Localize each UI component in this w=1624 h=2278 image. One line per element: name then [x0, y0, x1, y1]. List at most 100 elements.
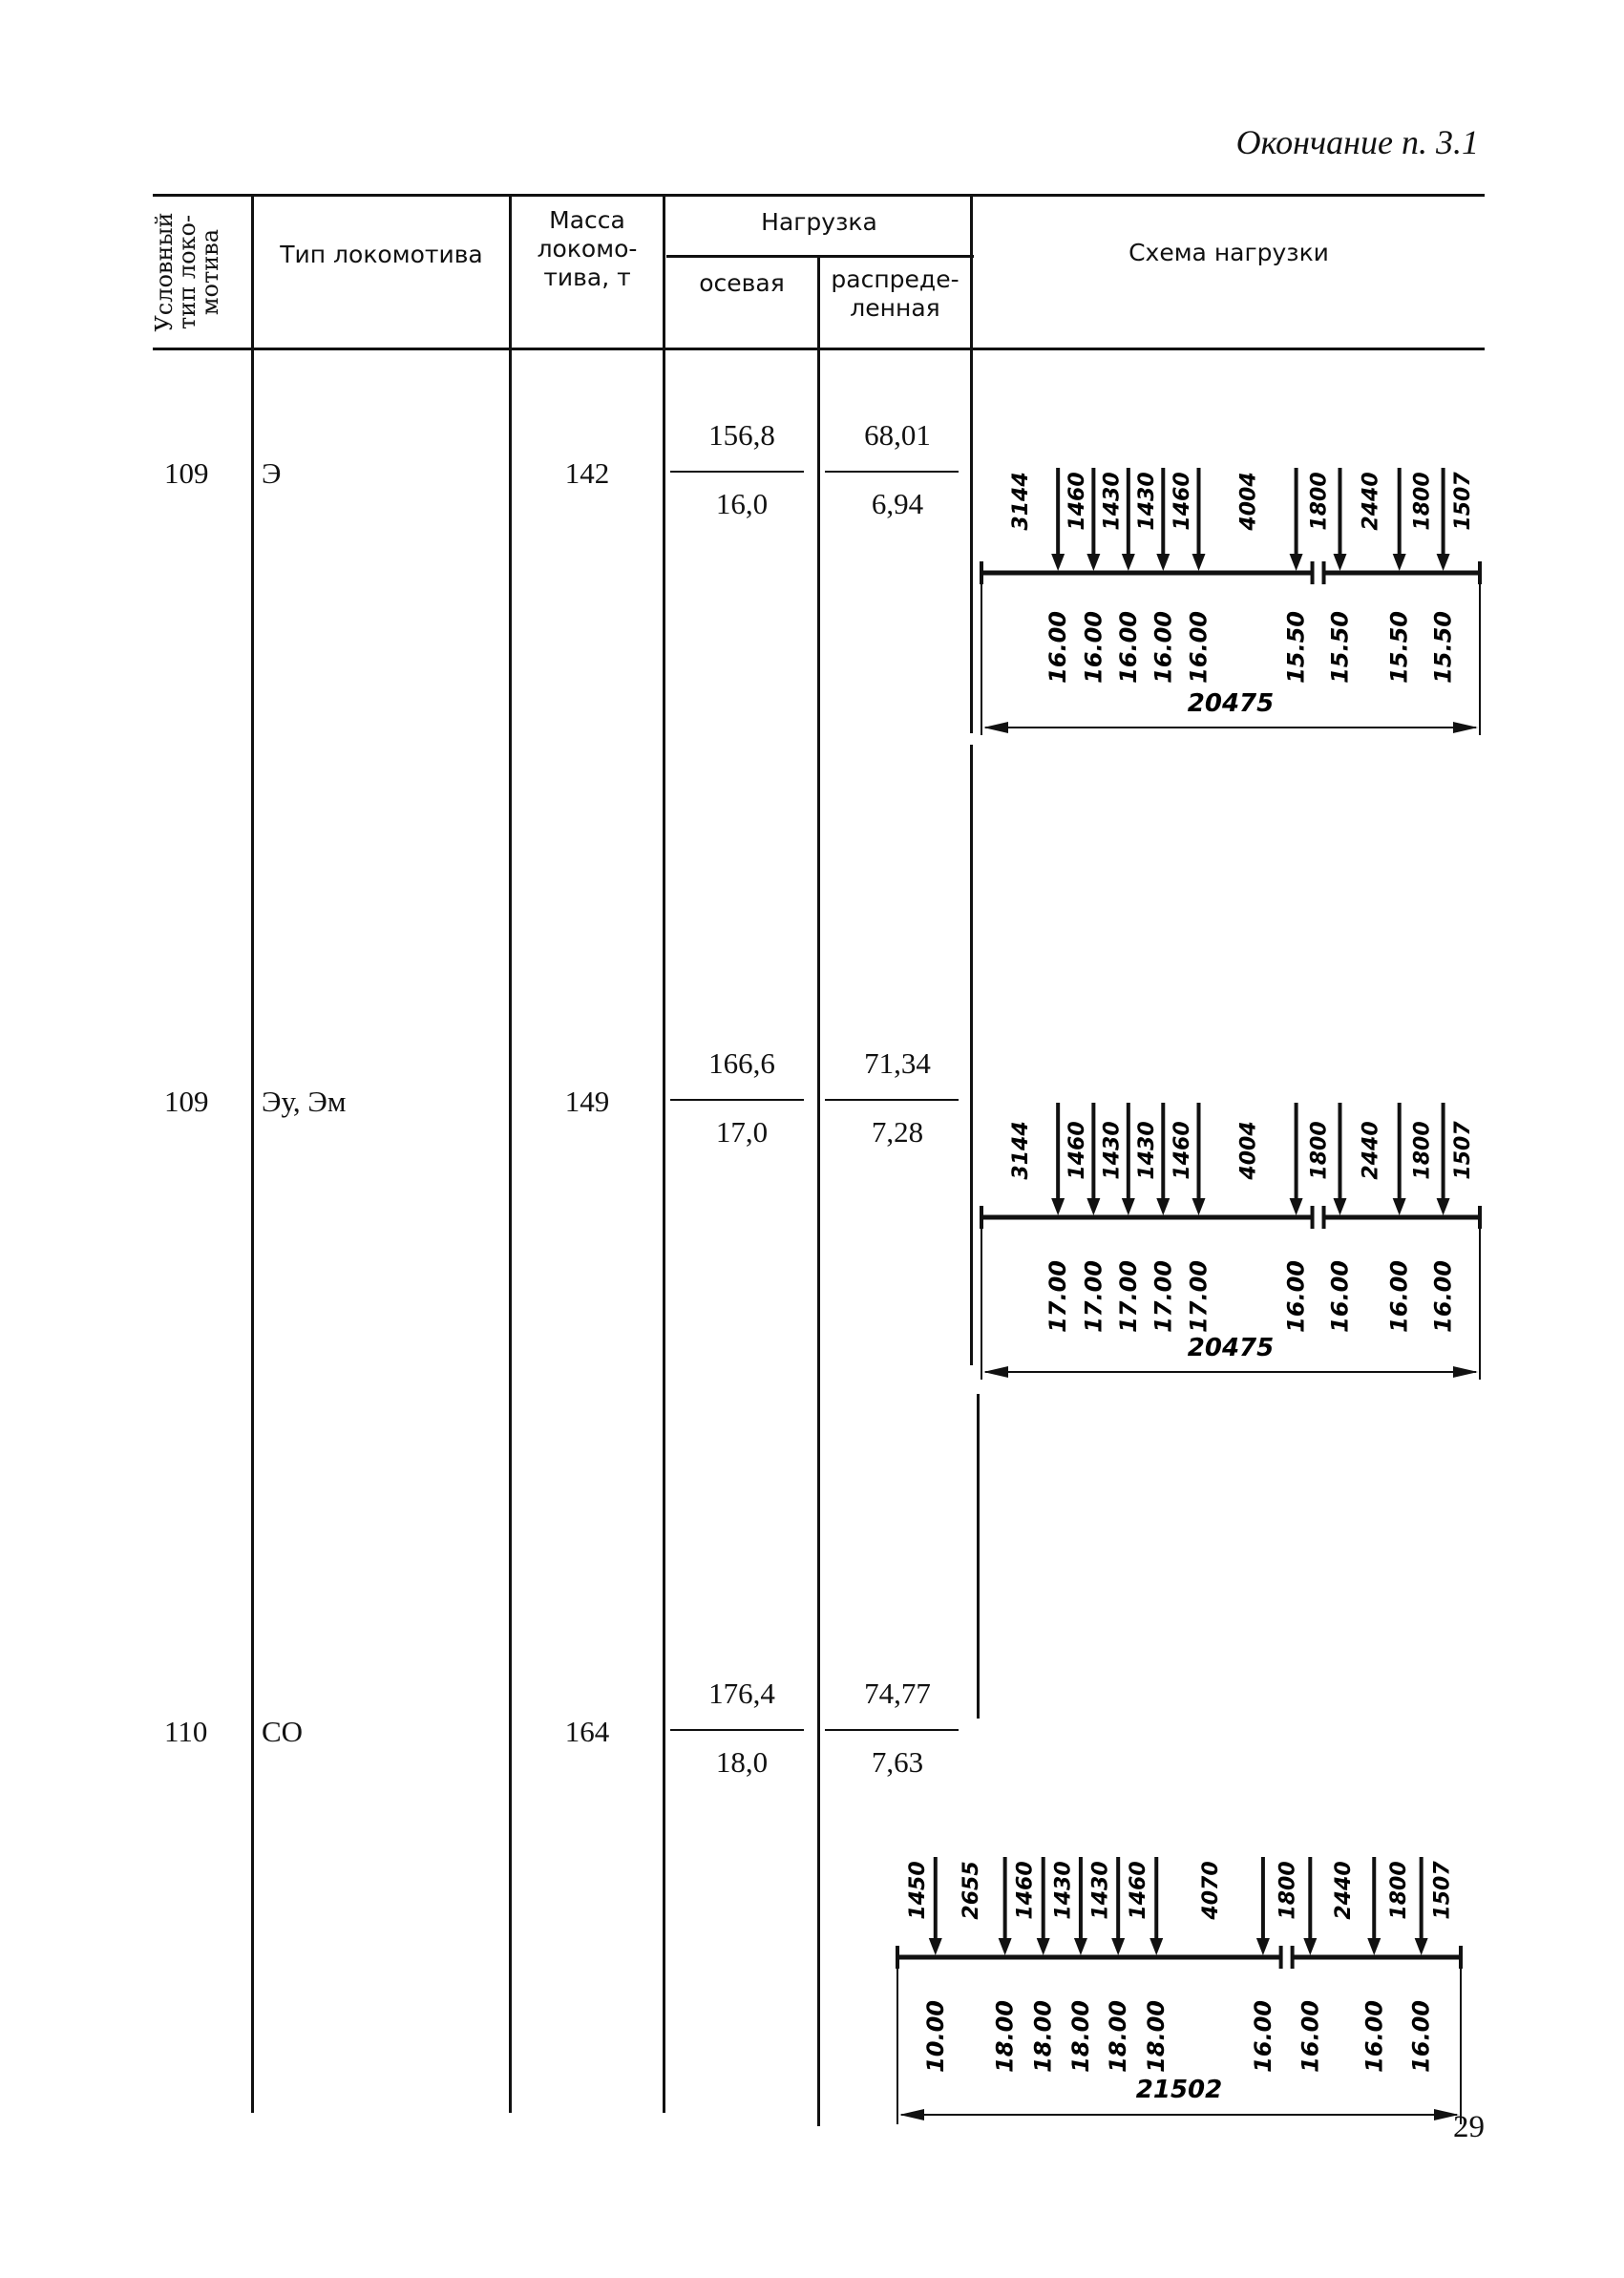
load-arrow-head: [1333, 554, 1347, 571]
load-arrow-head: [928, 1938, 942, 1955]
total-length-label: 21502: [1136, 2076, 1222, 2104]
axle-spacing-label: 1460: [1127, 1861, 1150, 1919]
row-dist-top: 68,01: [864, 418, 931, 452]
axle-spacing-label: 1460: [1171, 1121, 1194, 1179]
axle-spacing-label: 1800: [1411, 1121, 1435, 1179]
row-dist-bottom: 7,28: [871, 1115, 924, 1149]
row-code: 109: [164, 1085, 209, 1118]
header-loco-type: Тип локомотива: [280, 241, 483, 268]
axle-spacing-label: 2440: [1360, 472, 1383, 530]
load-arrow-head: [1156, 554, 1171, 571]
load-arrow-head: [998, 1938, 1012, 1955]
axle-load-label: 16.00: [1408, 2000, 1435, 2073]
page-title: Окончание п. 3.1: [1235, 123, 1479, 161]
header-distributed: распреде- ленная: [831, 265, 960, 322]
axle-spacing-label: 1430: [1135, 472, 1159, 530]
header-scheme: Схема нагрузки: [1128, 239, 1329, 266]
axle-load-label: 17.00: [1080, 1260, 1107, 1333]
axle-spacing-label: 2440: [1360, 1121, 1383, 1179]
axle-spacing-label: 2440: [1332, 1861, 1356, 1919]
axle-load-label: 16.00: [1297, 2000, 1323, 2073]
load-arrow-head: [1111, 1938, 1126, 1955]
axle-load-label: 16.00: [1080, 611, 1107, 684]
load-arrow-head: [1051, 554, 1065, 571]
axle-load-label: 17.00: [1115, 1260, 1142, 1333]
row-axial-top: 166,6: [708, 1046, 775, 1080]
axle-load-label: 16.00: [1250, 2000, 1276, 2073]
dimension-arrow-left: [983, 1366, 1008, 1378]
load-scheme-diagram: 16.00 16.00 16.00 16.00 16.00 15.50 15.50 15.50…: [980, 468, 1482, 735]
load-arrow-head: [1333, 1198, 1347, 1215]
load-arrow-head: [1192, 554, 1206, 571]
axle-load-label: 15.50: [1386, 611, 1413, 684]
axle-load-label: 16.00: [1186, 611, 1213, 684]
row-dist-top: 74,77: [864, 1677, 931, 1710]
load-arrow-head: [1392, 554, 1406, 571]
axle-load-label: 16.00: [1283, 1260, 1310, 1333]
load-arrow-head: [1392, 1198, 1406, 1215]
axle-load-label: 17.00: [1186, 1260, 1213, 1333]
axle-load-label: 18.00: [992, 2000, 1019, 2073]
load-arrow-head: [1036, 1938, 1050, 1955]
load-arrow-head: [1086, 1198, 1101, 1215]
dimension-arrow-right: [1434, 2109, 1459, 2120]
axle-spacing-label: 1800: [1308, 472, 1332, 530]
row-axial-top: 156,8: [708, 418, 775, 452]
axle-load-label: 17.00: [1149, 1260, 1176, 1333]
total-length-label: 20475: [1188, 689, 1274, 718]
row-mass: 164: [564, 1715, 610, 1748]
axle-load-label: 16.00: [1115, 611, 1142, 684]
axle-spacing-label: 1430: [1101, 472, 1125, 530]
dimension-arrow-left: [983, 722, 1008, 733]
axle-load-label: 17.00: [1044, 1260, 1071, 1333]
load-arrow-head: [1121, 554, 1135, 571]
row-loco-type: Эу, Эм: [262, 1085, 347, 1118]
row-axial-bottom: 16,0: [715, 487, 769, 520]
load-arrow-head: [1436, 554, 1450, 571]
axle-spacing-label: 1430: [1051, 1861, 1075, 1919]
axle-spacing-label: 1507: [1451, 472, 1475, 531]
axle-spacing-label: 1430: [1135, 1121, 1159, 1179]
row-mass: 149: [564, 1085, 610, 1118]
axle-load-label: 16.00: [1149, 611, 1176, 684]
dimension-arrow-right: [1453, 1366, 1478, 1378]
row-code: 110: [164, 1715, 208, 1748]
header-mass: Масса локомо- тива, т: [537, 206, 638, 291]
axle-spacing-label: 3144: [1009, 472, 1033, 530]
axle-spacing-label: 1430: [1089, 1861, 1113, 1919]
load-arrow-head: [1051, 1198, 1065, 1215]
axle-load-label: 15.50: [1326, 611, 1353, 684]
load-arrow-head: [1086, 554, 1101, 571]
row-loco-type: Э: [262, 456, 282, 490]
total-length-label: 20475: [1188, 1334, 1274, 1362]
axle-load-label: 15.50: [1430, 611, 1457, 684]
axle-spacing-label: 1430: [1101, 1121, 1125, 1179]
axle-spacing-label: 4070: [1199, 1861, 1223, 1920]
axle-load-label: 16.00: [1386, 1260, 1413, 1333]
load-arrow-head: [1255, 1938, 1270, 1955]
load-arrow-head: [1192, 1198, 1206, 1215]
axle-spacing-label: 1460: [1065, 1121, 1089, 1179]
axle-spacing-label: 1507: [1451, 1121, 1475, 1180]
axle-load-label: 18.00: [1143, 2000, 1170, 2073]
load-arrow-head: [1073, 1938, 1087, 1955]
dimension-arrow-left: [899, 2109, 924, 2120]
load-arrow-head: [1303, 1938, 1318, 1955]
axle-spacing-label: 1450: [906, 1861, 930, 1919]
axle-load-label: 15.50: [1283, 611, 1310, 684]
load-arrow-head: [1436, 1198, 1450, 1215]
row-axial-top: 176,4: [708, 1677, 775, 1710]
load-arrow-head: [1156, 1198, 1171, 1215]
axle-spacing-label: 1800: [1308, 1121, 1332, 1179]
axle-load-label: 16.00: [1044, 611, 1071, 684]
load-arrow-head: [1289, 1198, 1303, 1215]
row-code: 109: [164, 456, 209, 490]
axle-spacing-label: 4004: [1237, 1121, 1261, 1180]
row-loco-type: СО: [262, 1715, 304, 1748]
axle-load-label: 18.00: [1030, 2000, 1057, 2073]
load-arrow-head: [1414, 1938, 1428, 1955]
header-conditional-type: Условный тип локо- мотива: [151, 212, 223, 332]
dimension-arrow-right: [1453, 722, 1478, 733]
